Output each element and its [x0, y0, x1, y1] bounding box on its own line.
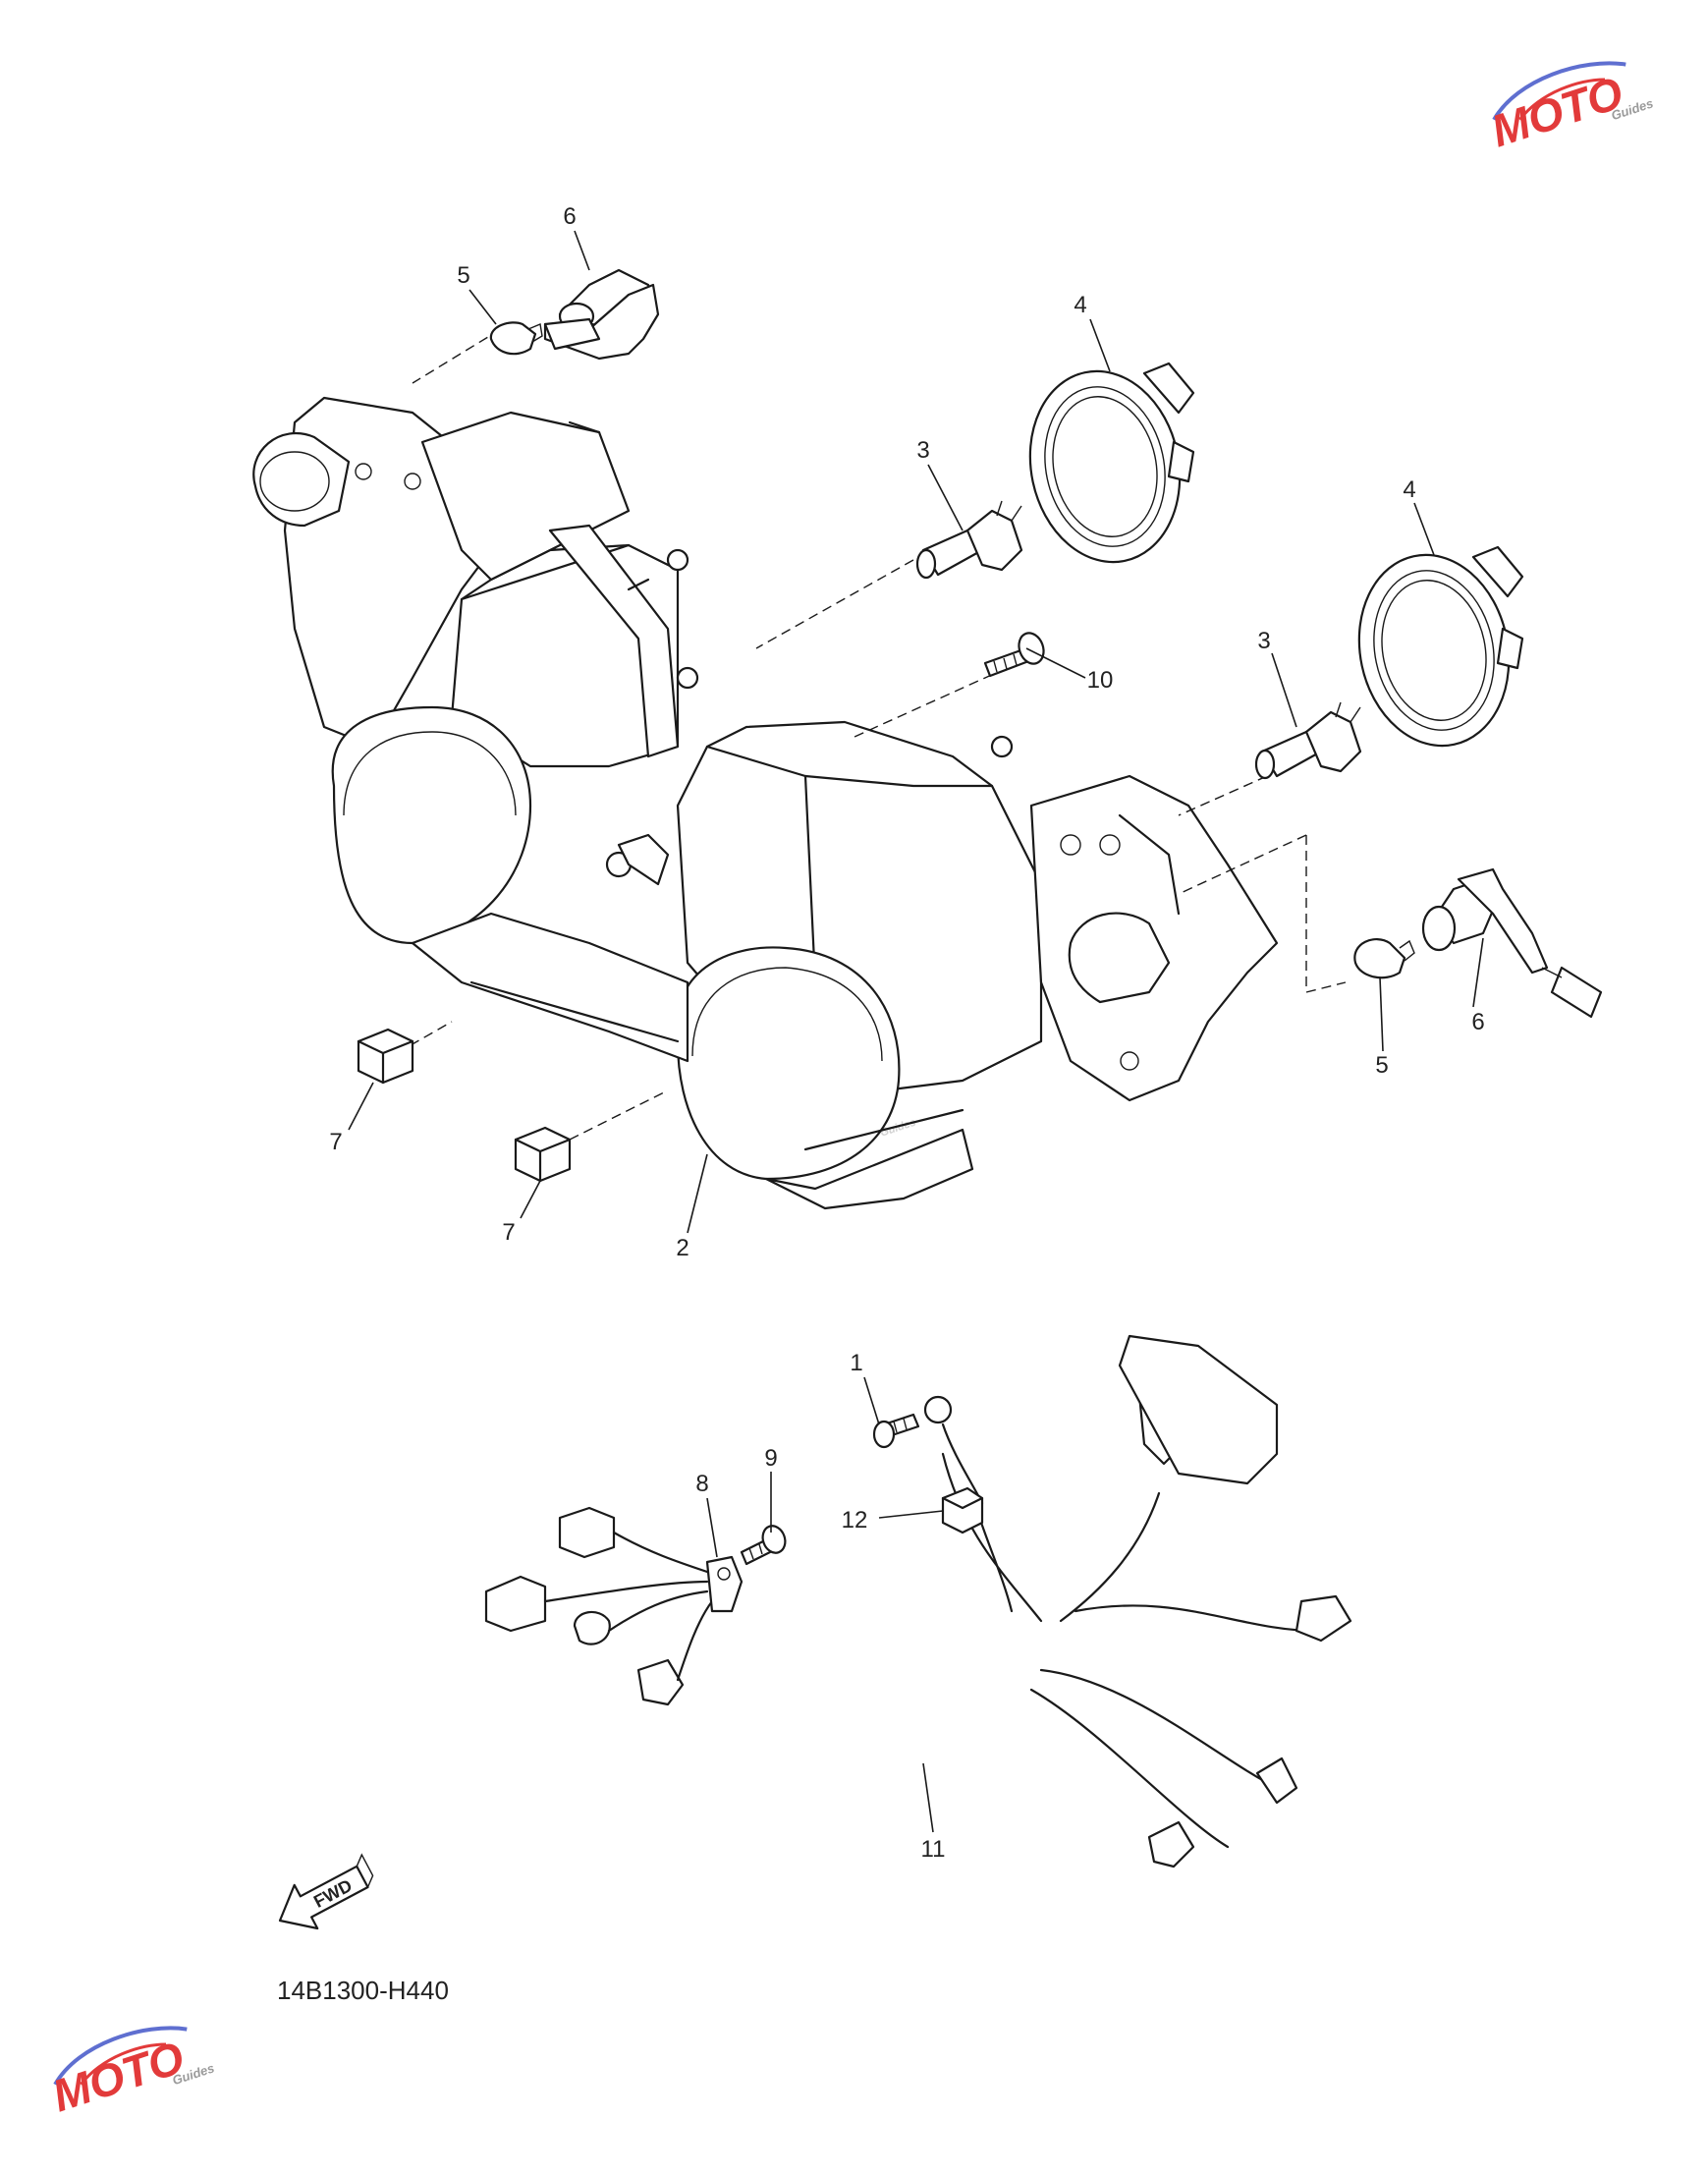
part-5-bulb-right	[1353, 938, 1415, 979]
callout-7-a: 7	[329, 1129, 342, 1155]
callout-1: 1	[850, 1350, 862, 1376]
diagram-code: 14B1300-H440	[277, 1976, 449, 2005]
part-1-bolt	[872, 1413, 920, 1449]
assembly-lines	[382, 328, 1347, 1141]
callout-4-a: 4	[1074, 292, 1086, 318]
part-11-wire-harness	[484, 1334, 1352, 1868]
callout-8: 8	[695, 1471, 708, 1497]
watermark-brand: MOTO	[46, 2032, 191, 2122]
part-10-screw	[983, 632, 1045, 678]
callout-9: 9	[764, 1445, 777, 1472]
part-12-clip	[941, 1486, 984, 1534]
part-6-socket-right	[1421, 867, 1603, 1019]
callout-3-a: 3	[916, 437, 929, 464]
callout-6-top: 6	[563, 203, 576, 230]
part-3-bulb-a	[915, 500, 1023, 580]
callout-5-right: 5	[1375, 1052, 1388, 1079]
headlight-assembly	[252, 396, 1279, 1210]
callouts: 6 5 4 3 4 3 10 6 5 7 7 2 1 9 8 12 11	[329, 203, 1484, 1863]
callout-4-b: 4	[1403, 476, 1415, 503]
watermark-bottom: MOTO Guides	[46, 2026, 216, 2122]
part-9-screw	[740, 1525, 787, 1566]
callout-3-b: 3	[1257, 628, 1270, 654]
callout-10: 10	[1087, 667, 1114, 694]
callout-5-top: 5	[457, 262, 469, 289]
part-3-bulb-b	[1254, 701, 1362, 780]
part-7-clip-a	[357, 1028, 414, 1085]
callout-6-right: 6	[1471, 1009, 1484, 1035]
callout-7-b: 7	[502, 1219, 515, 1246]
part-7-clip-b	[514, 1126, 572, 1183]
callout-12: 12	[842, 1507, 868, 1534]
watermark-top: MOTO Guides	[1485, 61, 1655, 157]
part-4-ring-b	[1357, 545, 1524, 748]
part-5-bulb-top	[489, 321, 543, 356]
callout-2: 2	[676, 1235, 689, 1261]
part-6-socket-top	[543, 268, 660, 361]
watermark-brand: MOTO	[1485, 67, 1629, 157]
callout-11: 11	[921, 1836, 946, 1863]
fwd-arrow-icon: FWD	[278, 1853, 374, 1930]
callout-leaders	[348, 230, 1484, 1833]
part-4-ring-a	[1028, 362, 1195, 564]
